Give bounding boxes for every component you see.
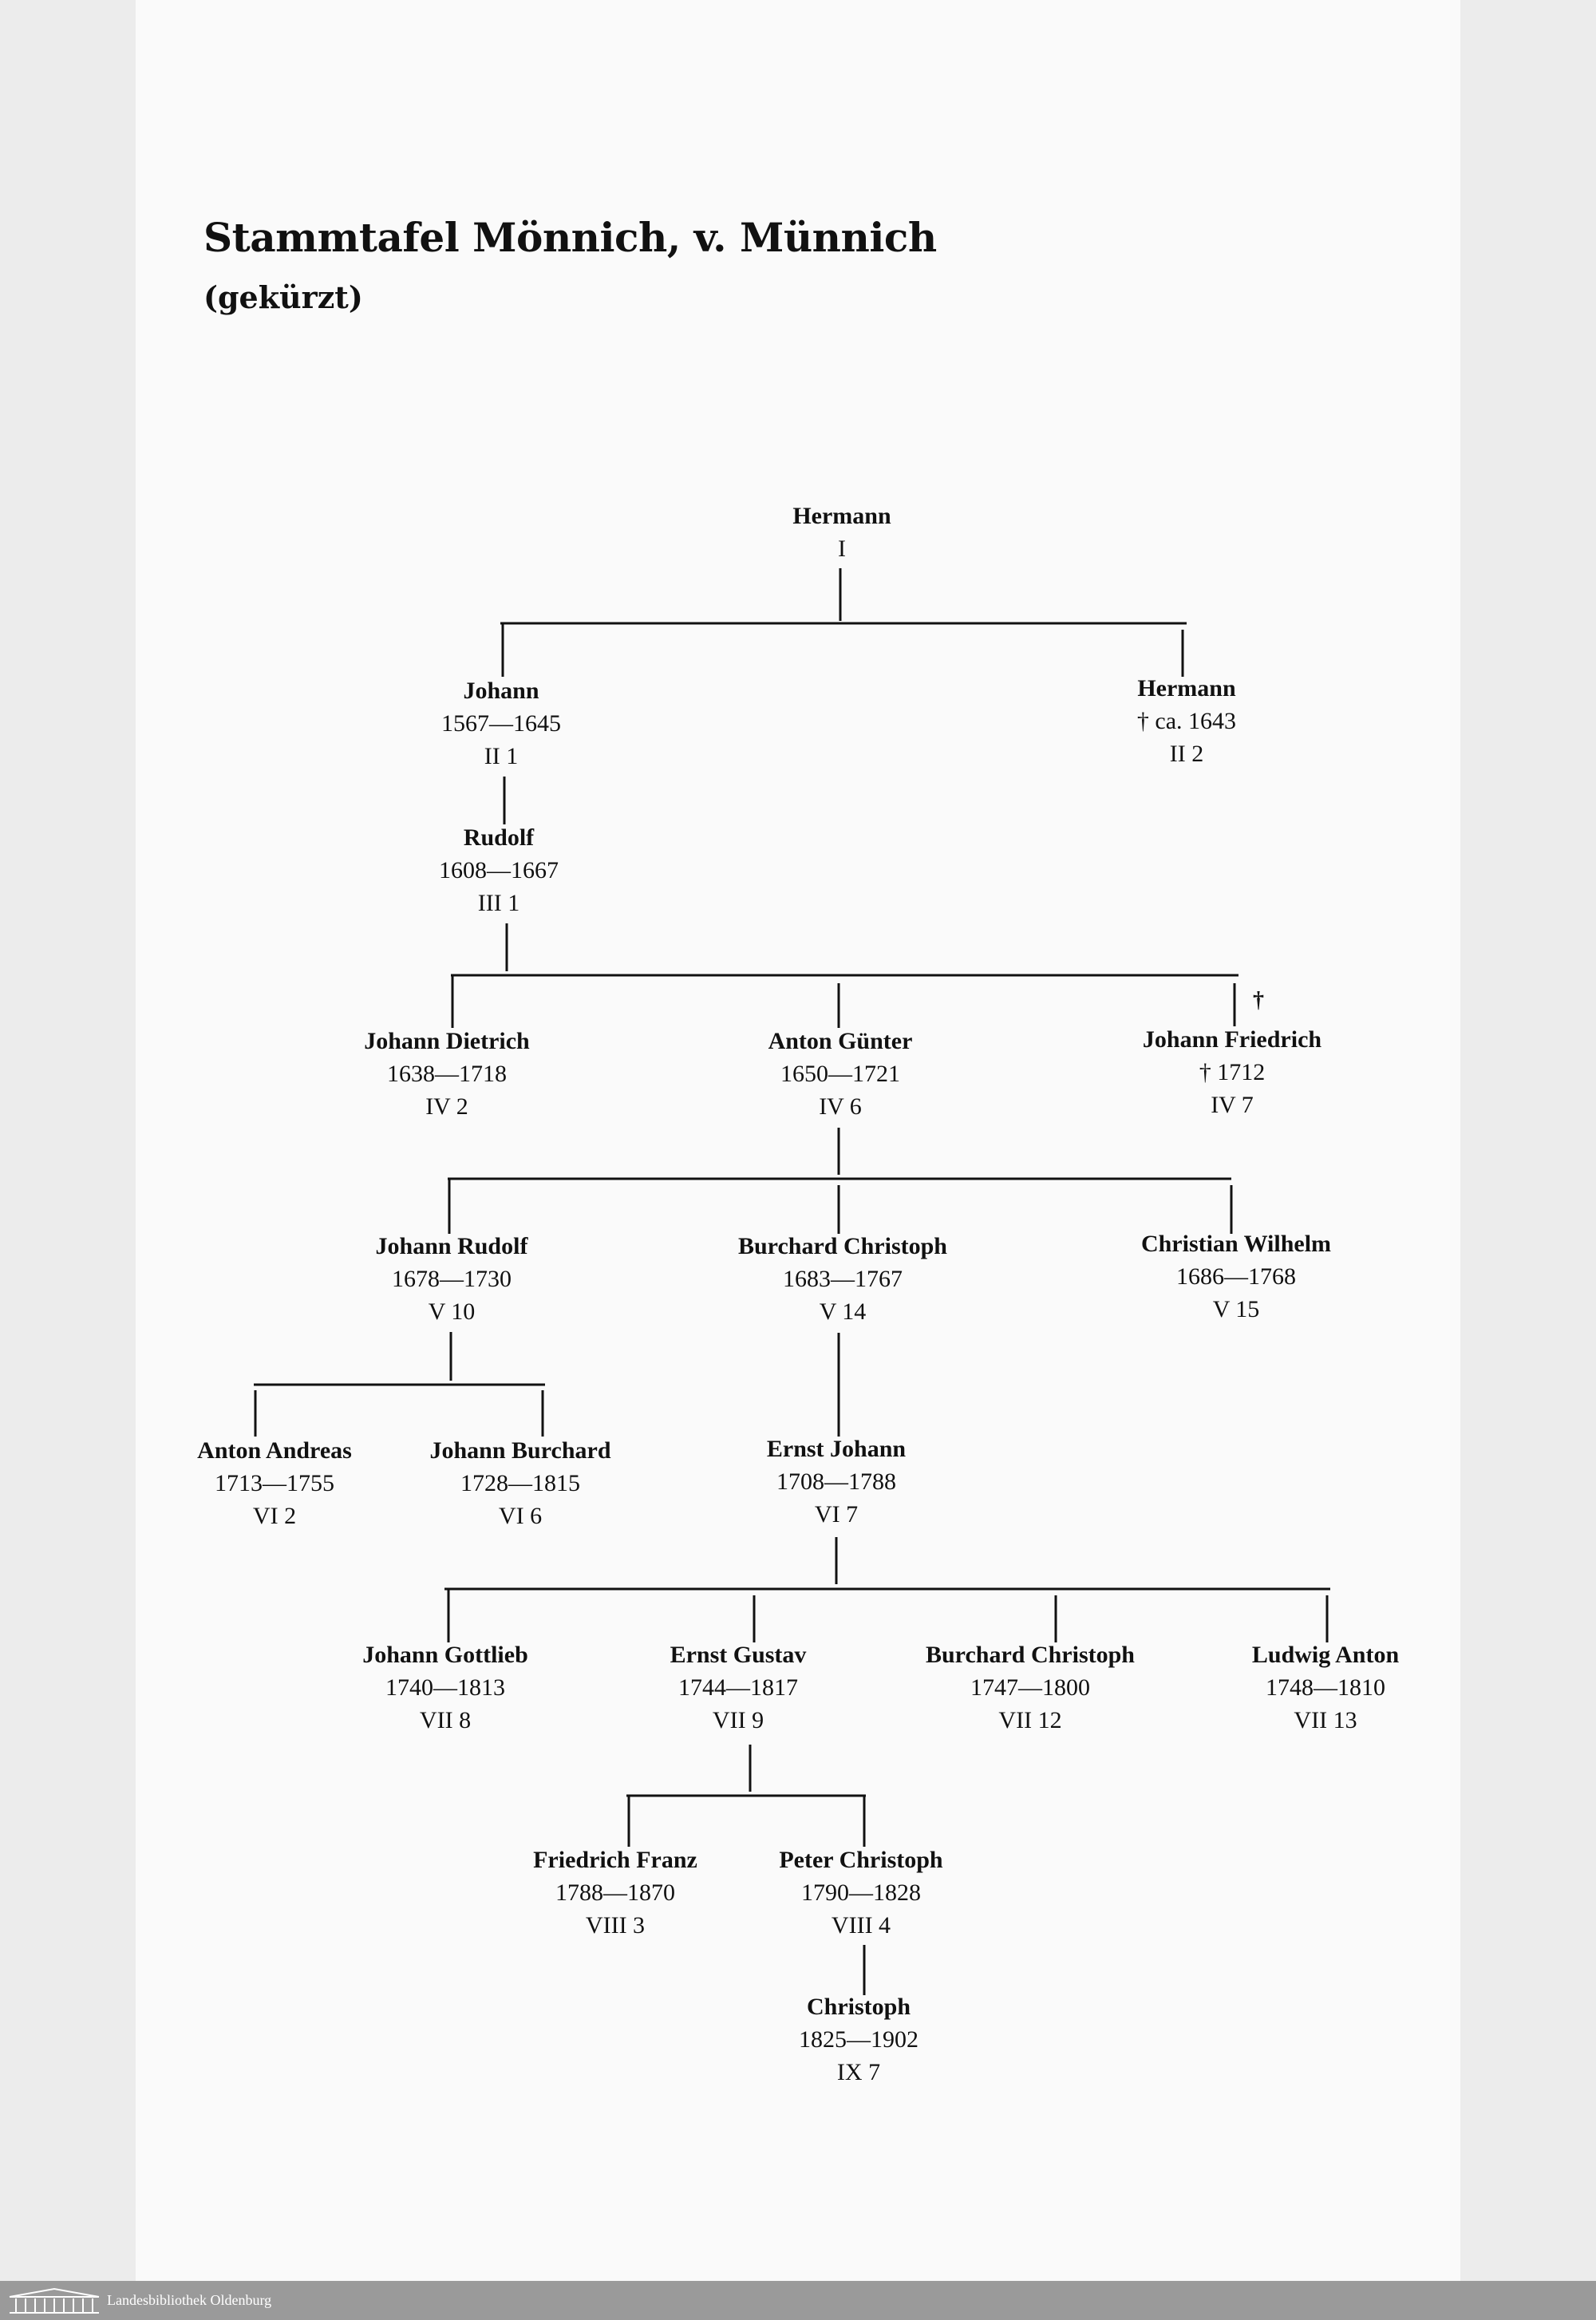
person-generation: VII 12 bbox=[998, 1707, 1062, 1733]
person-dates: 1790—1828 bbox=[801, 1879, 921, 1906]
person-hermann-i: Hermann I bbox=[682, 500, 1001, 565]
person-johann-friedrich: Johann Friedrich † 1712 IV 7 bbox=[1073, 1023, 1392, 1121]
person-dates: 1744—1817 bbox=[678, 1674, 798, 1701]
person-name: Johann Friedrich bbox=[1142, 1026, 1322, 1053]
person-ernst-gustav: Ernst Gustav 1744—1817 VII 9 bbox=[579, 1638, 898, 1737]
person-dates: 1825—1902 bbox=[799, 2026, 918, 2053]
person-dates: 1638—1718 bbox=[387, 1061, 507, 1087]
person-generation: V 14 bbox=[819, 1298, 867, 1325]
person-name: Ludwig Anton bbox=[1251, 1642, 1400, 1668]
person-dates: † 1712 bbox=[1199, 1059, 1266, 1085]
person-dates: 1747—1800 bbox=[970, 1674, 1090, 1701]
person-name: Burchard Christoph bbox=[737, 1233, 947, 1259]
person-christian-wilhelm: Christian Wilhelm 1686—1768 V 15 bbox=[1077, 1227, 1396, 1326]
person-dates: 1788—1870 bbox=[555, 1879, 675, 1906]
person-generation: IV 7 bbox=[1211, 1092, 1254, 1118]
person-generation: II 2 bbox=[1169, 741, 1204, 767]
person-name: Ernst Johann bbox=[766, 1436, 907, 1462]
person-johann-dietrich: Johann Dietrich 1638—1718 IV 2 bbox=[287, 1025, 606, 1123]
person-name: Anton Andreas bbox=[197, 1437, 352, 1464]
person-name: Johann Dietrich bbox=[364, 1028, 530, 1054]
person-name: Christian Wilhelm bbox=[1140, 1231, 1332, 1257]
person-generation: IX 7 bbox=[836, 2059, 881, 2085]
person-johann-burchard: Johann Burchard 1728—1815 VI 6 bbox=[361, 1434, 680, 1532]
person-generation: V 15 bbox=[1212, 1296, 1260, 1322]
person-dates: 1683—1767 bbox=[783, 1266, 903, 1292]
person-anton-andreas: Anton Andreas 1713—1755 VI 2 bbox=[115, 1434, 434, 1532]
person-dates: 1678—1730 bbox=[392, 1266, 512, 1292]
person-name: Anton Günter bbox=[768, 1028, 913, 1054]
person-dates: † ca. 1643 bbox=[1136, 708, 1237, 734]
person-generation: VI 2 bbox=[252, 1503, 297, 1529]
person-generation: IV 6 bbox=[819, 1093, 862, 1120]
person-generation: VIII 3 bbox=[585, 1912, 646, 1939]
person-name: Friedrich Franz bbox=[533, 1847, 697, 1873]
person-johann: Johann 1567—1645 II 1 bbox=[342, 674, 661, 773]
person-burchard-christoph-v: Burchard Christoph 1683—1767 V 14 bbox=[683, 1230, 1002, 1328]
person-generation: V 10 bbox=[428, 1298, 476, 1325]
person-peter-christoph: Peter Christoph 1790—1828 VIII 4 bbox=[701, 1844, 1021, 1942]
person-dates: 1650—1721 bbox=[780, 1061, 900, 1087]
person-generation: VI 7 bbox=[814, 1501, 859, 1528]
person-generation: IV 2 bbox=[425, 1093, 468, 1120]
person-name: Ernst Gustav bbox=[670, 1642, 807, 1668]
person-name: Johann Burchard bbox=[429, 1437, 611, 1464]
person-generation: III 1 bbox=[477, 890, 520, 916]
library-footer-bar: Landesbibliothek Oldenburg bbox=[0, 2281, 1596, 2320]
person-dates: 1740—1813 bbox=[385, 1674, 505, 1701]
person-name: Burchard Christoph bbox=[925, 1642, 1135, 1668]
person-hermann-ii: Hermann † ca. 1643 II 2 bbox=[1027, 672, 1346, 770]
person-generation: VI 6 bbox=[498, 1503, 543, 1529]
person-name: Johann Rudolf bbox=[375, 1233, 528, 1259]
person-generation: I bbox=[838, 536, 846, 562]
library-building-icon bbox=[9, 2287, 100, 2314]
person-generation: VII 9 bbox=[712, 1707, 764, 1733]
person-dates: 1686—1768 bbox=[1176, 1263, 1296, 1290]
person-name: Johann Gottlieb bbox=[362, 1642, 528, 1668]
document-page bbox=[136, 0, 1460, 2281]
person-generation: VIII 4 bbox=[831, 1912, 891, 1939]
person-anton-guenter: Anton Günter 1650—1721 IV 6 bbox=[681, 1025, 1000, 1123]
page-subtitle: (gekürzt) bbox=[203, 279, 363, 315]
person-name: Christoph bbox=[806, 1994, 911, 2020]
person-generation: II 1 bbox=[484, 743, 519, 769]
person-generation: VII 13 bbox=[1294, 1707, 1357, 1733]
person-johann-rudolf: Johann Rudolf 1678—1730 V 10 bbox=[292, 1230, 611, 1328]
person-johann-gottlieb: Johann Gottlieb 1740—1813 VII 8 bbox=[286, 1638, 605, 1737]
person-dates: 1567—1645 bbox=[441, 710, 561, 737]
library-name: Landesbibliothek Oldenburg bbox=[107, 2292, 272, 2308]
person-dates: 1708—1788 bbox=[776, 1468, 896, 1495]
person-dates: 1748—1810 bbox=[1266, 1674, 1385, 1701]
dagger-mark: † bbox=[1253, 988, 1264, 1013]
person-burchard-christoph-vii: Burchard Christoph 1747—1800 VII 12 bbox=[871, 1638, 1190, 1737]
person-generation: VII 8 bbox=[419, 1707, 472, 1733]
person-christoph: Christoph 1825—1902 IX 7 bbox=[699, 1990, 1018, 2089]
person-name: Rudolf bbox=[463, 824, 535, 851]
person-name: Johann bbox=[463, 678, 539, 704]
person-ludwig-anton: Ludwig Anton 1748—1810 VII 13 bbox=[1166, 1638, 1485, 1737]
person-name: Hermann bbox=[1137, 675, 1236, 702]
person-dates: 1713—1755 bbox=[215, 1470, 334, 1496]
person-name: Peter Christoph bbox=[779, 1847, 943, 1873]
page-title: Stammtafel Mönnich, v. Münnich bbox=[203, 214, 937, 261]
person-ernst-johann: Ernst Johann 1708—1788 VI 7 bbox=[677, 1433, 996, 1531]
person-dates: 1728—1815 bbox=[460, 1470, 580, 1496]
person-name: Hermann bbox=[792, 503, 891, 529]
person-friedrich-franz: Friedrich Franz 1788—1870 VIII 3 bbox=[456, 1844, 775, 1942]
person-rudolf: Rudolf 1608—1667 III 1 bbox=[339, 821, 658, 919]
person-dates: 1608—1667 bbox=[439, 857, 559, 883]
